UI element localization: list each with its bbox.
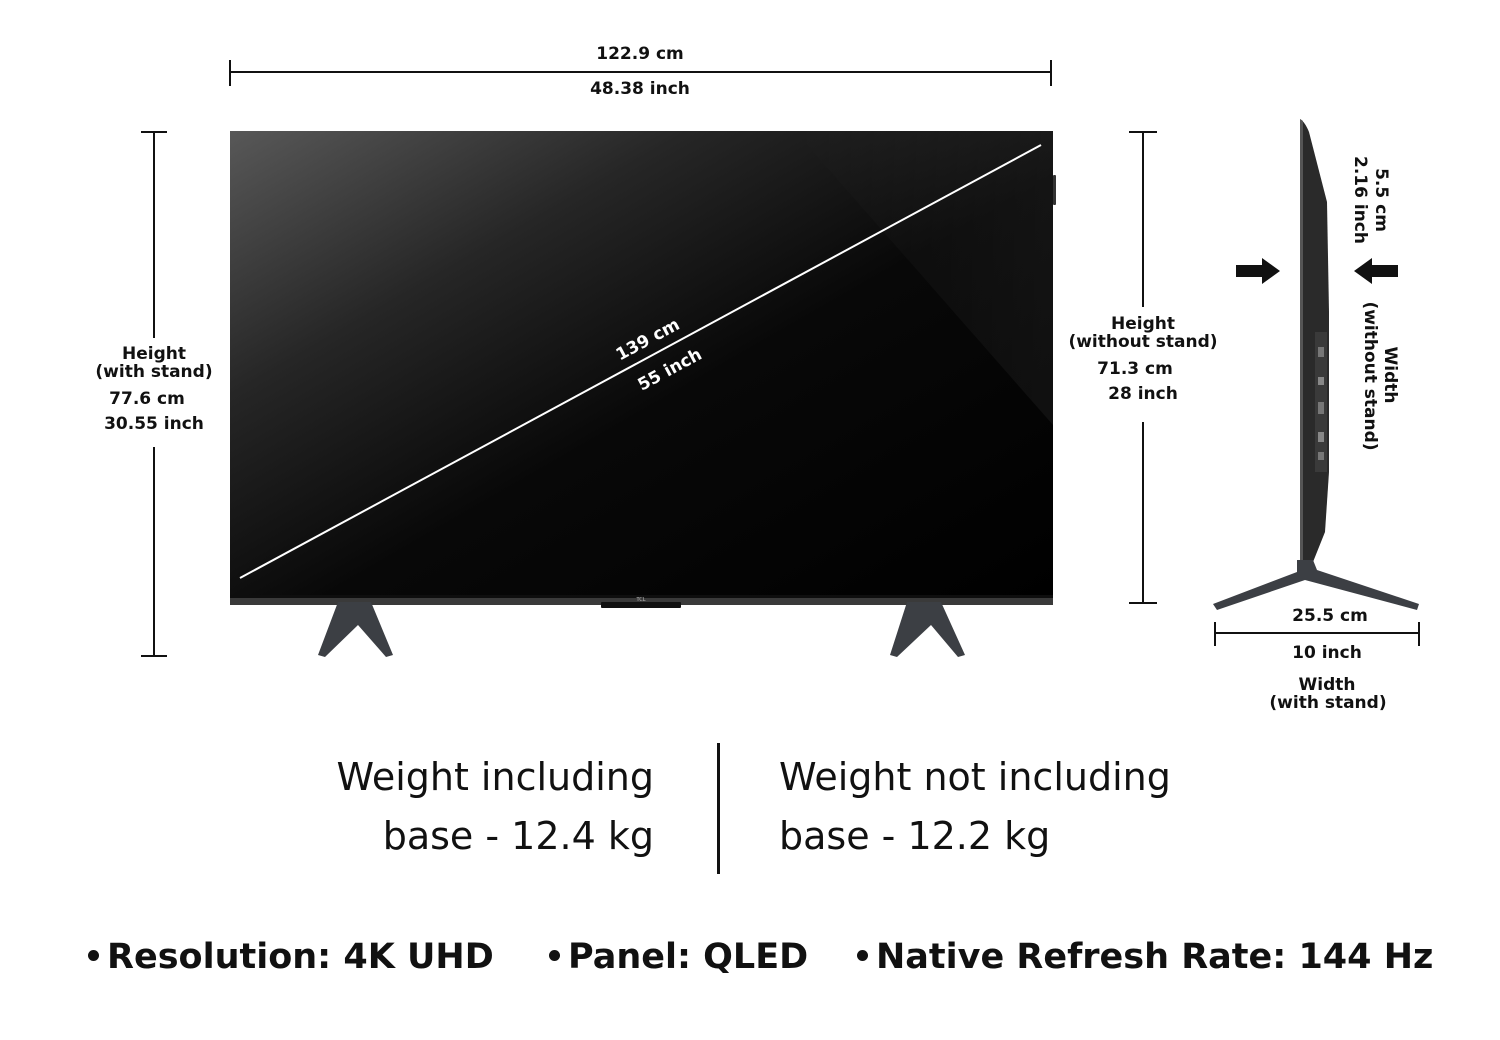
height-stand-sub: (with stand) (95, 362, 213, 382)
side-width-sub: (without stand) (1360, 301, 1380, 451)
spec-list: Resolution: 4K UHD Panel: QLED Native Re… (0, 934, 1500, 980)
stand-width-cap-left (1214, 622, 1216, 646)
bullet-icon (549, 949, 560, 961)
weight-including-line2: base - 12.4 kg (382, 814, 654, 858)
stand-width-inch: 10 inch (1292, 643, 1362, 663)
spec-panel: Panel: QLED (549, 934, 808, 980)
height-nostand-line-lower (1142, 422, 1144, 604)
depth-arrow-left-icon (1354, 258, 1398, 284)
width-line-cap-left (229, 60, 231, 86)
height-stand-inch: 30.55 inch (104, 414, 204, 434)
spec-panel-text: Panel: QLED (568, 937, 809, 977)
spec-refresh-rate-text: Native Refresh Rate: 144 Hz (876, 937, 1434, 977)
stand-width-cm: 25.5 cm (1292, 606, 1368, 626)
height-stand-line-lower (153, 447, 155, 657)
width-line-cap-right (1050, 60, 1052, 86)
depth-arrow-right-icon (1236, 258, 1280, 284)
tv-stand-left (318, 602, 393, 657)
height-nostand-sub: (without stand) (1068, 332, 1218, 352)
height-stand-label: Height (122, 344, 186, 364)
depth-inch-label: 2.16 inch (1350, 156, 1370, 244)
height-nostand-cm: 71.3 cm (1097, 359, 1173, 379)
tv-bottom-bezel (230, 598, 1053, 605)
spec-refresh-rate: Native Refresh Rate: 144 Hz (857, 934, 1433, 980)
height-nostand-line-upper (1142, 131, 1144, 307)
weight-divider (717, 743, 720, 874)
height-stand-line-upper (153, 131, 155, 338)
tv-side-view (1213, 119, 1419, 610)
tv-stand-right (890, 602, 965, 657)
side-width-label: Width (1380, 346, 1400, 404)
weight-not-including-line2: base - 12.2 kg (779, 814, 1051, 858)
bullet-icon (857, 949, 868, 961)
weight-not-including-line1: Weight not including (779, 755, 1171, 799)
diagonal-line (239, 144, 1042, 579)
spec-resolution: Resolution: 4K UHD (88, 934, 494, 980)
width-cm-label: 122.9 cm (596, 44, 684, 64)
brand-logo: TCL (635, 597, 645, 603)
width-dimension-line (230, 71, 1052, 73)
stand-width-cap-right (1418, 622, 1420, 646)
height-stand-cap-bottom (141, 655, 167, 657)
weight-including-line1: Weight including (336, 755, 654, 799)
width-inch-label: 48.38 inch (590, 79, 690, 99)
stand-width-sub: (with stand) (1269, 693, 1387, 713)
height-stand-cm: 77.6 cm (109, 389, 185, 409)
stand-width-line (1214, 632, 1420, 634)
height-nostand-label: Height (1111, 314, 1175, 334)
spec-resolution-text: Resolution: 4K UHD (107, 937, 494, 977)
stand-width-label: Width (1298, 675, 1356, 695)
tv-logo-bar (601, 602, 681, 608)
height-nostand-cap-bottom (1129, 602, 1157, 604)
tv-side-stand (1213, 560, 1419, 610)
tv-front-view: TCL (230, 131, 1056, 657)
bullet-icon (88, 949, 99, 961)
depth-cm-label: 5.5 cm (1371, 168, 1391, 232)
height-nostand-inch: 28 inch (1108, 384, 1178, 404)
